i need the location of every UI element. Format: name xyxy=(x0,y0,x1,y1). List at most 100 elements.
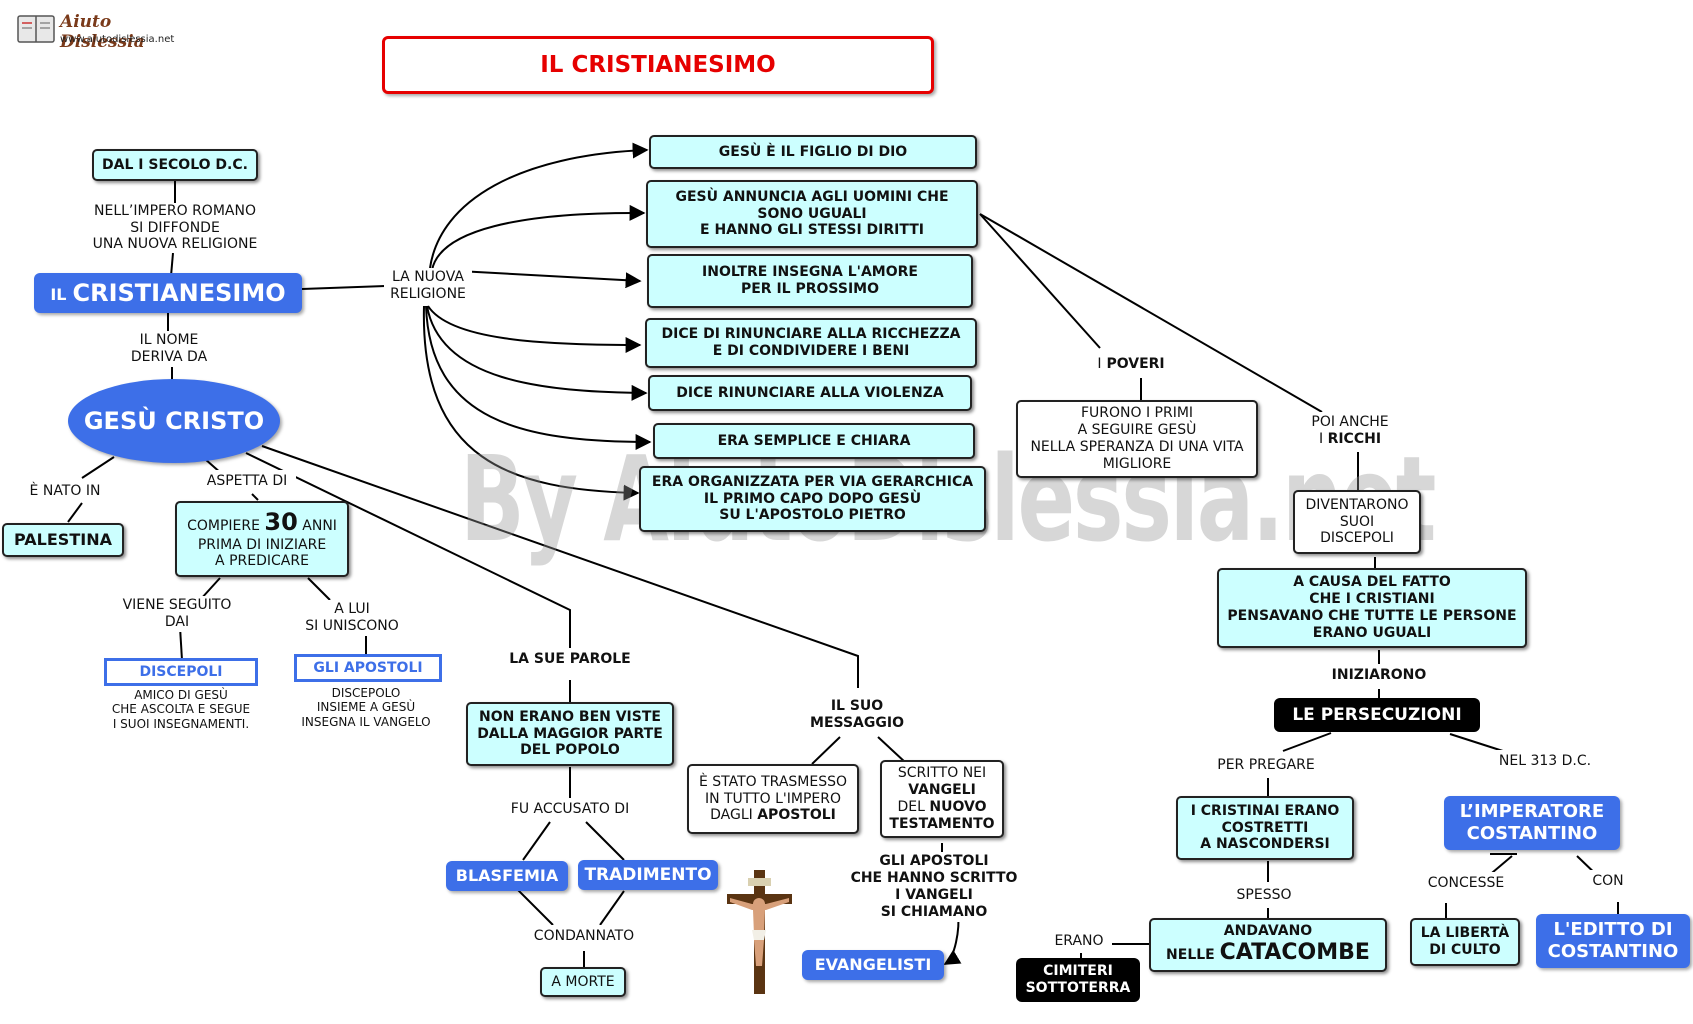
evangelists-line-4: SI CHIAMANO xyxy=(880,903,988,920)
catacombs-in: NELLE xyxy=(1166,947,1215,964)
teaching-1-line-1: GESÙ È IL FIGLIO DI DIO xyxy=(718,143,908,160)
granted-text: CONCESSE xyxy=(1427,874,1505,891)
apostoli-note: DISCEPOLO INSIEME A GESÙ INSEGNA IL VANG… xyxy=(288,686,444,729)
words-text: LA SUE PAROLE xyxy=(509,650,631,667)
discepoli-note-3: I SUOI INSEGNAMENTI. xyxy=(112,716,250,731)
written-line-2: VANGELI xyxy=(908,782,976,799)
poor-box: FURONO I PRIMI A SEGUIRE GESÙ NELLA SPER… xyxy=(1016,400,1258,478)
teaching-7-line-1: ERA ORGANIZZATA PER VIA GERARCHICA xyxy=(651,473,974,490)
apostoli-text: GLI APOSTOLI xyxy=(313,659,423,676)
century-text: DAL I SECOLO D.C. xyxy=(102,156,248,173)
forced-line-1: I CRISTINAI ERANO xyxy=(1190,802,1340,819)
evangelists-line-2: CHE HANNO SCRITTO xyxy=(850,870,1018,887)
rich-box-line-2: SUOI xyxy=(1339,513,1375,530)
with-label: CON xyxy=(1586,870,1630,892)
evangelists-line-3: I VANGELI xyxy=(895,887,973,903)
blasfemia-text: BLASFEMIA xyxy=(455,866,559,886)
rich-line-2: I RICCHI xyxy=(1319,431,1381,448)
began-label: INIZIARONO xyxy=(1316,664,1442,686)
not-seen-line-1: NON ERANO BEN VISTE xyxy=(479,708,661,725)
cemeteries-line-1: CIMITERI xyxy=(1043,963,1113,980)
thirty-line-3: A PREDICARE xyxy=(215,553,309,570)
apostoli-note-2: INSIEME A GESÙ xyxy=(316,700,416,715)
cristianesimo-small: IL xyxy=(50,285,67,305)
words-label: LA SUE PAROLE xyxy=(500,648,640,670)
evangelists-text: GLI APOSTOLI CHE HANNO SCRITTO I VANGELI… xyxy=(846,852,1022,922)
thirty-number: 30 xyxy=(264,507,298,536)
edict-node: L'EDITTO DI COSTANTINO xyxy=(1536,914,1690,968)
tradimento-node: TRADIMENTO xyxy=(578,860,718,890)
teaching-5-line-1: DICE RINUNCIARE ALLA VIOLENZA xyxy=(676,384,944,401)
century-box: DAL I SECOLO D.C. xyxy=(92,149,258,181)
often-text: SPESSO xyxy=(1236,886,1292,903)
thirty-line-2: PRIMA DI INIZIARE xyxy=(197,536,327,553)
began-text: INIZIARONO xyxy=(1331,666,1427,683)
teaching-6-line-1: ERA SEMPLICE E CHIARA xyxy=(717,432,911,449)
accused-text: FU ACCUSATO DI xyxy=(510,800,630,817)
discepoli-note-1: AMICO DI GESÙ xyxy=(134,688,228,702)
not-seen-line-3: DEL POPOLO xyxy=(520,742,620,759)
teaching-box-5: DICE RINUNCIARE ALLA VIOLENZA xyxy=(648,375,972,411)
transmitted-line-3: DAGLI APOSTOLI xyxy=(710,807,836,824)
freedom-box: LA LIBERTÀ DI CULTO xyxy=(1410,918,1520,966)
site-logo[interactable]: Aiuto Dislessia www.aiutodislessia.net xyxy=(16,12,181,52)
transmitted-from: DAGLI xyxy=(710,807,753,824)
written-box: SCRITTO NEI VANGELI DEL NUOVO TESTAMENTO xyxy=(880,760,1004,838)
new-religion-line-1: LA NUOVA xyxy=(392,269,464,286)
written-line-4: TESTAMENTO xyxy=(889,815,995,832)
poor-poveri: POVERI xyxy=(1106,355,1165,372)
spread-line-3: UNA NUOVA RELIGIONE xyxy=(92,236,258,253)
message-line-2: MESSAGGIO xyxy=(810,715,904,731)
born-text: È NATO IN xyxy=(29,482,101,499)
followed-line-1: VIENE SEGUITO xyxy=(122,597,232,614)
blasfemia-node: BLASFEMIA xyxy=(446,861,568,891)
thirty-before: COMPIERE xyxy=(187,517,260,534)
persecutions-node: LE PERSECUZIONI xyxy=(1274,698,1480,732)
poor-i: I xyxy=(1097,355,1102,372)
transmitted-line-1: È STATO TRASMESSO xyxy=(698,773,848,790)
teaching-7-line-3: SU L'APOSTOLO PIETRO xyxy=(719,507,906,524)
rich-box: DIVENTARONO SUOI DISCEPOLI xyxy=(1293,490,1421,554)
persecutions-text: LE PERSECUZIONI xyxy=(1292,704,1462,725)
logo-url: www.aiutodislessia.net xyxy=(60,34,175,45)
born-label: È NATO IN xyxy=(20,480,110,502)
rich-label: POI ANCHE I RICCHI xyxy=(1300,412,1400,450)
condemned-text: CONDANNATO xyxy=(533,927,635,944)
tradimento-text: TRADIMENTO xyxy=(584,864,712,885)
thirty-years-box: COMPIERE 30 ANNI PRIMA DI INIZIARE A PRE… xyxy=(175,501,349,577)
poor-box-line-4: MIGLIORE xyxy=(1102,455,1172,472)
freedom-line-1: LA LIBERTÀ xyxy=(1420,925,1510,942)
apostoli-note-3: INSEGNA IL VANGELO xyxy=(301,714,431,729)
gesu-cristo-text: GESÙ CRISTO xyxy=(83,406,265,435)
written-line-3: DEL NUOVO xyxy=(898,799,987,816)
new-religion-label: LA NUOVA RELIGIONE xyxy=(384,268,472,304)
teaching-4-line-2: E DI CONDIVIDERE I BENI xyxy=(712,343,910,359)
spread-label: NELL’IMPERO ROMANO SI DIFFONDE UNA NUOVA… xyxy=(78,203,272,253)
teaching-box-4: DICE DI RINUNCIARE ALLA RICCHEZZA E DI C… xyxy=(645,318,977,368)
teaching-2-line-2: SONO UGUALI xyxy=(757,205,867,222)
cemeteries-line-2: SOTTOTERRA xyxy=(1025,980,1131,996)
spread-line-2: SI DIFFONDE xyxy=(130,219,220,236)
catacombs-word: CATACOMBE xyxy=(1219,940,1370,966)
granted-label: CONCESSE xyxy=(1420,872,1512,894)
teaching-3-line-2: PER IL PROSSIMO xyxy=(740,281,879,297)
join-label: A LUI SI UNISCONO xyxy=(294,600,410,636)
catacombs-box: ANDAVANO NELLE CATACOMBE xyxy=(1149,918,1387,972)
rich-line-1: POI ANCHE xyxy=(1311,414,1389,431)
with-text: CON xyxy=(1592,872,1624,889)
year-text: NEL 313 D.C. xyxy=(1498,752,1592,769)
edict-line-1: L'EDITTO DI xyxy=(1553,919,1673,941)
evangelisti-node: EVANGELISTI xyxy=(802,950,944,980)
to-pray-label: PER PREGARE xyxy=(1208,754,1324,776)
year-label: NEL 313 D.C. xyxy=(1490,750,1600,772)
forced-line-2: COSTRETTI xyxy=(1221,819,1309,836)
cristianesimo-big: CRISTIANESIMO xyxy=(72,278,286,307)
waits-label: ASPETTA DI xyxy=(198,470,296,492)
transmitted-line-2: IN TUTTO L'IMPERO xyxy=(704,790,842,807)
cause-line-4: ERANO UGUALI xyxy=(1312,624,1432,641)
emperor-line-2: COSTANTINO xyxy=(1466,823,1598,844)
evangelists-line-1: GLI APOSTOLI xyxy=(879,853,989,870)
rich-box-line-3: DISCEPOLI xyxy=(1320,530,1394,547)
